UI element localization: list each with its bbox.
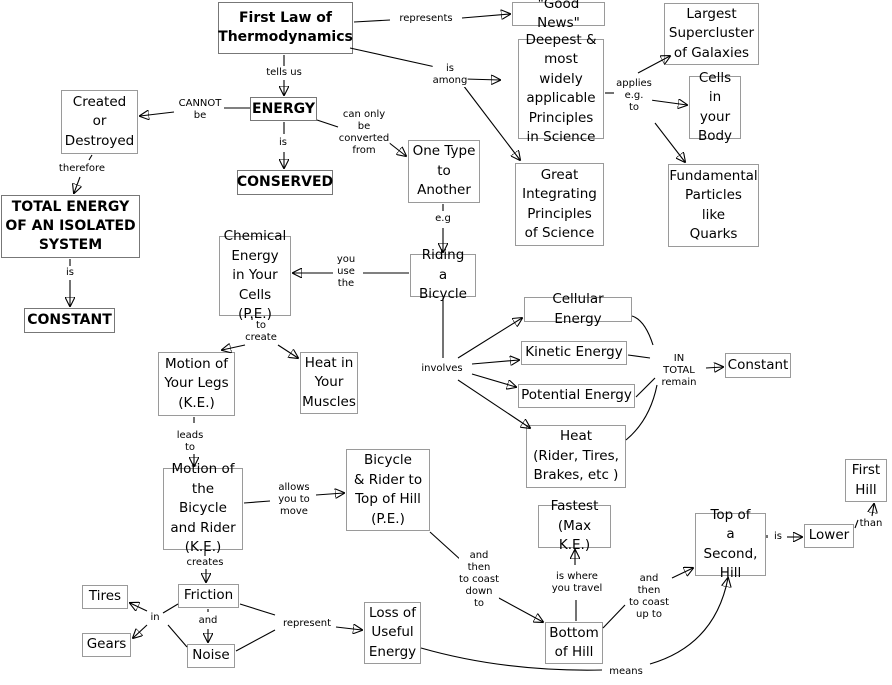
label-applies: applies e.g. to	[616, 78, 652, 114]
node-chemical-energy: Chemical Energy in Your Cells (P.E.)	[219, 228, 291, 322]
node-great: Great Integrating Principles of Science	[515, 163, 604, 246]
label-represent: represent	[282, 618, 332, 630]
node-constant-small: Constant	[725, 353, 791, 378]
label-eg: e.g	[435, 213, 451, 225]
label-is-lower: is	[774, 531, 782, 543]
node-potential-energy: Potential Energy	[518, 384, 635, 408]
node-heat-rider: Heat (Rider, Tires, Brakes, etc )	[526, 425, 626, 488]
label-coast-down: and then to coast down to	[458, 550, 500, 610]
node-noise: Noise	[187, 644, 235, 668]
node-supercluster: Largest Supercluster of Galaxies	[664, 3, 759, 65]
node-lower: Lower	[804, 524, 854, 548]
node-bottom-hill: Bottom of Hill	[545, 622, 603, 664]
node-tires: Tires	[82, 585, 128, 609]
label-can-only: can only be converted from	[338, 109, 390, 157]
node-total-energy: TOTAL ENERGY OF AN ISOLATED SYSTEM	[1, 195, 140, 258]
node-created-destroyed: Created or Destroyed	[61, 90, 138, 154]
label-cannot-be: CANNOT be	[178, 98, 222, 122]
node-riding: Riding a Bicycle	[410, 247, 476, 302]
node-loss-energy: Loss of Useful Energy	[364, 602, 421, 664]
label-where-travel: is where you travel	[551, 571, 603, 595]
node-first-law: First Law of Thermodynamics	[218, 2, 353, 54]
node-good-news: "Good News"	[512, 0, 605, 31]
node-deepest: Deepest & most widely applicable Princip…	[518, 32, 604, 145]
label-in-total: IN TOTAL remain	[661, 353, 697, 389]
node-bicycle-top: Bicycle & Rider to Top of Hill (P.E.)	[346, 449, 430, 531]
label-in: in	[150, 612, 160, 624]
node-motion-bicycle: Motion of the Bicycle and Rider (K.E.)	[163, 461, 243, 555]
node-heat-muscles: Heat in Your Muscles	[300, 352, 358, 414]
label-allows: allows you to move	[278, 482, 310, 518]
label-is-among: is among	[432, 63, 468, 87]
label-tells-us: tells us	[266, 67, 302, 79]
label-is-constant: is	[66, 267, 74, 279]
label-you-use: you use the	[336, 254, 356, 290]
node-motion-legs: Motion of Your Legs (K.E.)	[158, 352, 235, 416]
label-involves: involves	[421, 363, 463, 375]
node-top-second-hill: Top of a Second, Hill	[695, 507, 766, 581]
node-constant-big: CONSTANT	[24, 308, 115, 333]
label-to-create: to create	[245, 320, 277, 344]
node-gears: Gears	[82, 633, 131, 657]
label-means: means	[609, 666, 643, 678]
label-leads-to: leads to	[176, 430, 204, 454]
node-first-hill: First Hill	[845, 459, 887, 502]
label-creates: creates	[186, 557, 224, 569]
node-conserved: CONSERVED	[237, 170, 333, 195]
node-kinetic-energy: Kinetic Energy	[521, 341, 627, 365]
label-and: and	[198, 615, 218, 627]
node-particles: Fundamental Particles like Quarks	[668, 164, 759, 247]
label-is-conserved: is	[279, 137, 287, 149]
label-than: than	[859, 518, 883, 530]
label-represents: represents	[399, 13, 453, 25]
label-therefore: therefore	[58, 163, 106, 175]
node-energy: ENERGY	[250, 97, 317, 121]
node-one-type: One Type to Another	[408, 140, 480, 203]
node-friction: Friction	[178, 584, 239, 608]
label-coast-up: and then to coast up to	[628, 573, 670, 621]
